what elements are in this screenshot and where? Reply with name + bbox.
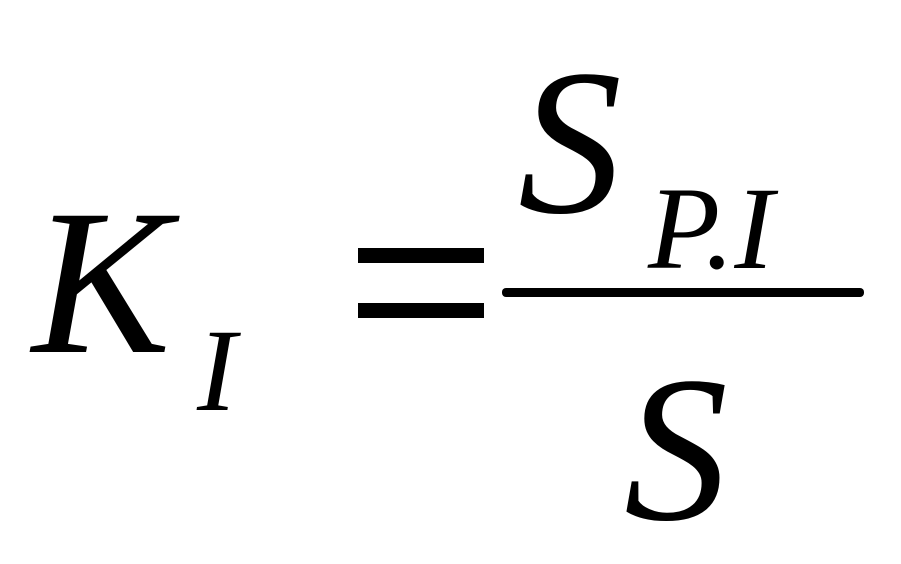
numerator-symbol: S [518, 27, 622, 257]
equals-bar-top [358, 248, 484, 263]
equals-sign [358, 248, 484, 318]
fraction-line [502, 288, 864, 297]
equals-bar-bottom [358, 303, 484, 318]
lhs-symbol: K [32, 167, 171, 397]
denominator-symbol: S [624, 334, 728, 564]
lhs-subscript: I [197, 305, 237, 436]
numerator-subscript: P.I [648, 163, 774, 294]
